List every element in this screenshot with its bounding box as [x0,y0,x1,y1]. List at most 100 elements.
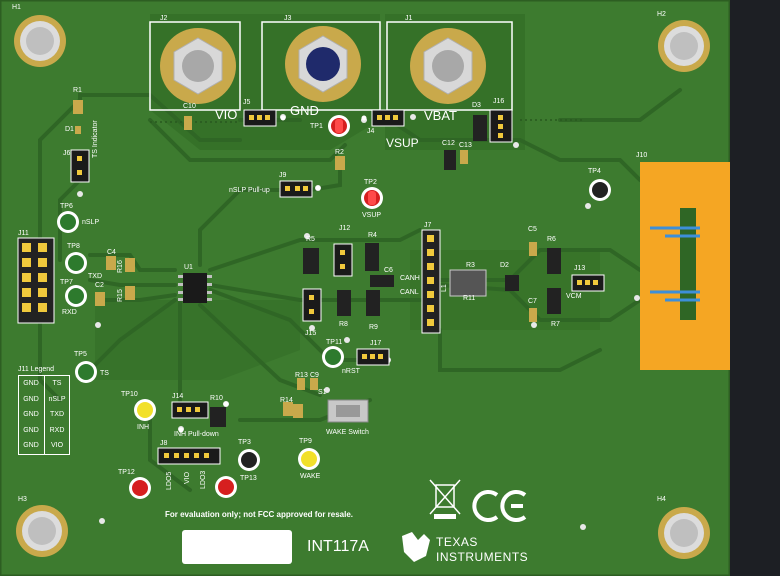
label-u1: U1 [184,264,193,271]
label-ts: TS [100,370,109,377]
label-tp8: TP8 [67,243,80,250]
label-ldo5: LDO5 [166,471,173,490]
legend-right-3: TXD [50,411,64,419]
label-vio-j8: VIO [184,471,191,484]
label-tp10: TP10 [121,391,138,398]
tp6 [57,211,79,233]
legend-left-5: GND [23,442,39,450]
label-r14: R14 [280,397,293,404]
header-j7 [421,229,441,334]
label-c13: C13 [459,142,472,149]
brand-instruments: Instruments [436,550,529,564]
legend-left-3: GND [23,411,39,419]
label-c7: C7 [528,298,537,305]
label-h2: H2 [657,11,666,18]
label-canh: CANH [400,275,420,282]
label-r6: R6 [547,236,556,243]
weee-icon [429,479,461,515]
tp11 [322,346,344,368]
label-r16: R16 [117,260,124,273]
label-inh: INH [137,424,150,431]
label-tp9: TP9 [299,438,312,445]
legend-right-1: TS [52,380,62,387]
mounting-hole-h3 [16,505,68,557]
tp5 [75,361,97,383]
banana-jack-j2 [149,21,241,111]
test-points [57,115,611,499]
label-j4: J4 [367,128,375,135]
j11-legend: GND GND GND GND GND TS nSLP TXD RXD VIO [18,375,70,455]
tp4 [589,179,611,201]
tp9 [298,448,320,470]
label-nslp: nSLP [82,219,100,226]
label-tp13: TP13 [240,475,257,482]
label-gnd: GND [290,103,319,118]
jumper-headers [70,109,605,465]
label-txd: TXD [88,273,102,280]
legend-left-4: GND [23,426,39,434]
label-d2: D2 [500,262,509,269]
label-j1: J1 [405,15,413,22]
label-tp6: TP6 [60,203,73,210]
label-r11: R11 [463,295,476,302]
label-rxd: RXD [62,309,77,316]
legend-right-2: nSLP [48,395,66,403]
legend-left-2: GND [23,395,39,403]
label-inh-pulldown: INH Pull-down [174,431,219,438]
label-j2: J2 [160,15,168,22]
label-r9: R9 [369,324,378,331]
label-r1: R1 [73,87,82,94]
label-j15: J15 [305,330,317,337]
pcb-board [0,0,730,576]
ti-logo-icon [402,532,430,562]
label-l1: L1 [441,284,448,292]
tp8 [65,252,87,274]
label-j3: J3 [284,15,292,22]
label-wake: WAKE [300,473,321,480]
legend-left-1: GND [23,380,39,387]
label-vcm: VCM [566,293,582,300]
label-c2: C2 [95,282,104,289]
label-tp5: TP5 [74,351,87,358]
label-r13: R13 [295,372,308,379]
label-c9: C9 [310,372,319,379]
label-nrst: nRST [342,368,360,375]
tp10 [134,399,156,421]
label-j7: J7 [424,222,432,229]
legend-right-4: RXD [49,426,65,434]
tp13 [215,476,237,498]
label-r5: R5 [306,236,315,243]
tp2 [361,187,383,209]
label-canl: CANL [400,289,419,296]
legend-title: J11 Legend [18,366,55,373]
brand-texas: Texas [436,535,478,549]
silkscreen-blank-label [182,530,292,564]
label-c10: C10 [183,103,196,110]
label-tp3: TP3 [238,439,251,446]
connector-j10 [640,162,730,370]
tp3 [238,449,260,471]
ce-mark [472,490,527,522]
label-h1: H1 [12,4,21,11]
label-r8: R8 [339,321,348,328]
label-j10: J10 [636,152,648,159]
disclaimer-text: For evaluation only; not FCC approved fo… [165,510,354,519]
label-j17: J17 [370,340,382,347]
tp7 [65,285,87,307]
label-tp7: TP7 [60,279,73,286]
label-r3: R3 [466,262,475,269]
header-j11 [17,237,55,324]
label-c5: C5 [528,226,537,233]
label-r7: R7 [551,321,560,328]
label-tp12: TP12 [118,469,135,476]
label-vio: VIO [215,107,238,122]
label-j8: J8 [160,440,168,447]
label-c4: C4 [107,249,116,256]
legend-right-5: VIO [50,442,64,450]
label-c12: C12 [442,140,455,147]
label-h3: H3 [18,496,27,503]
label-tp1: TP1 [310,123,323,130]
tp12 [129,477,151,499]
label-nslp-pullup: nSLP Pull-up [229,187,270,194]
label-r15: R15 [117,289,124,302]
